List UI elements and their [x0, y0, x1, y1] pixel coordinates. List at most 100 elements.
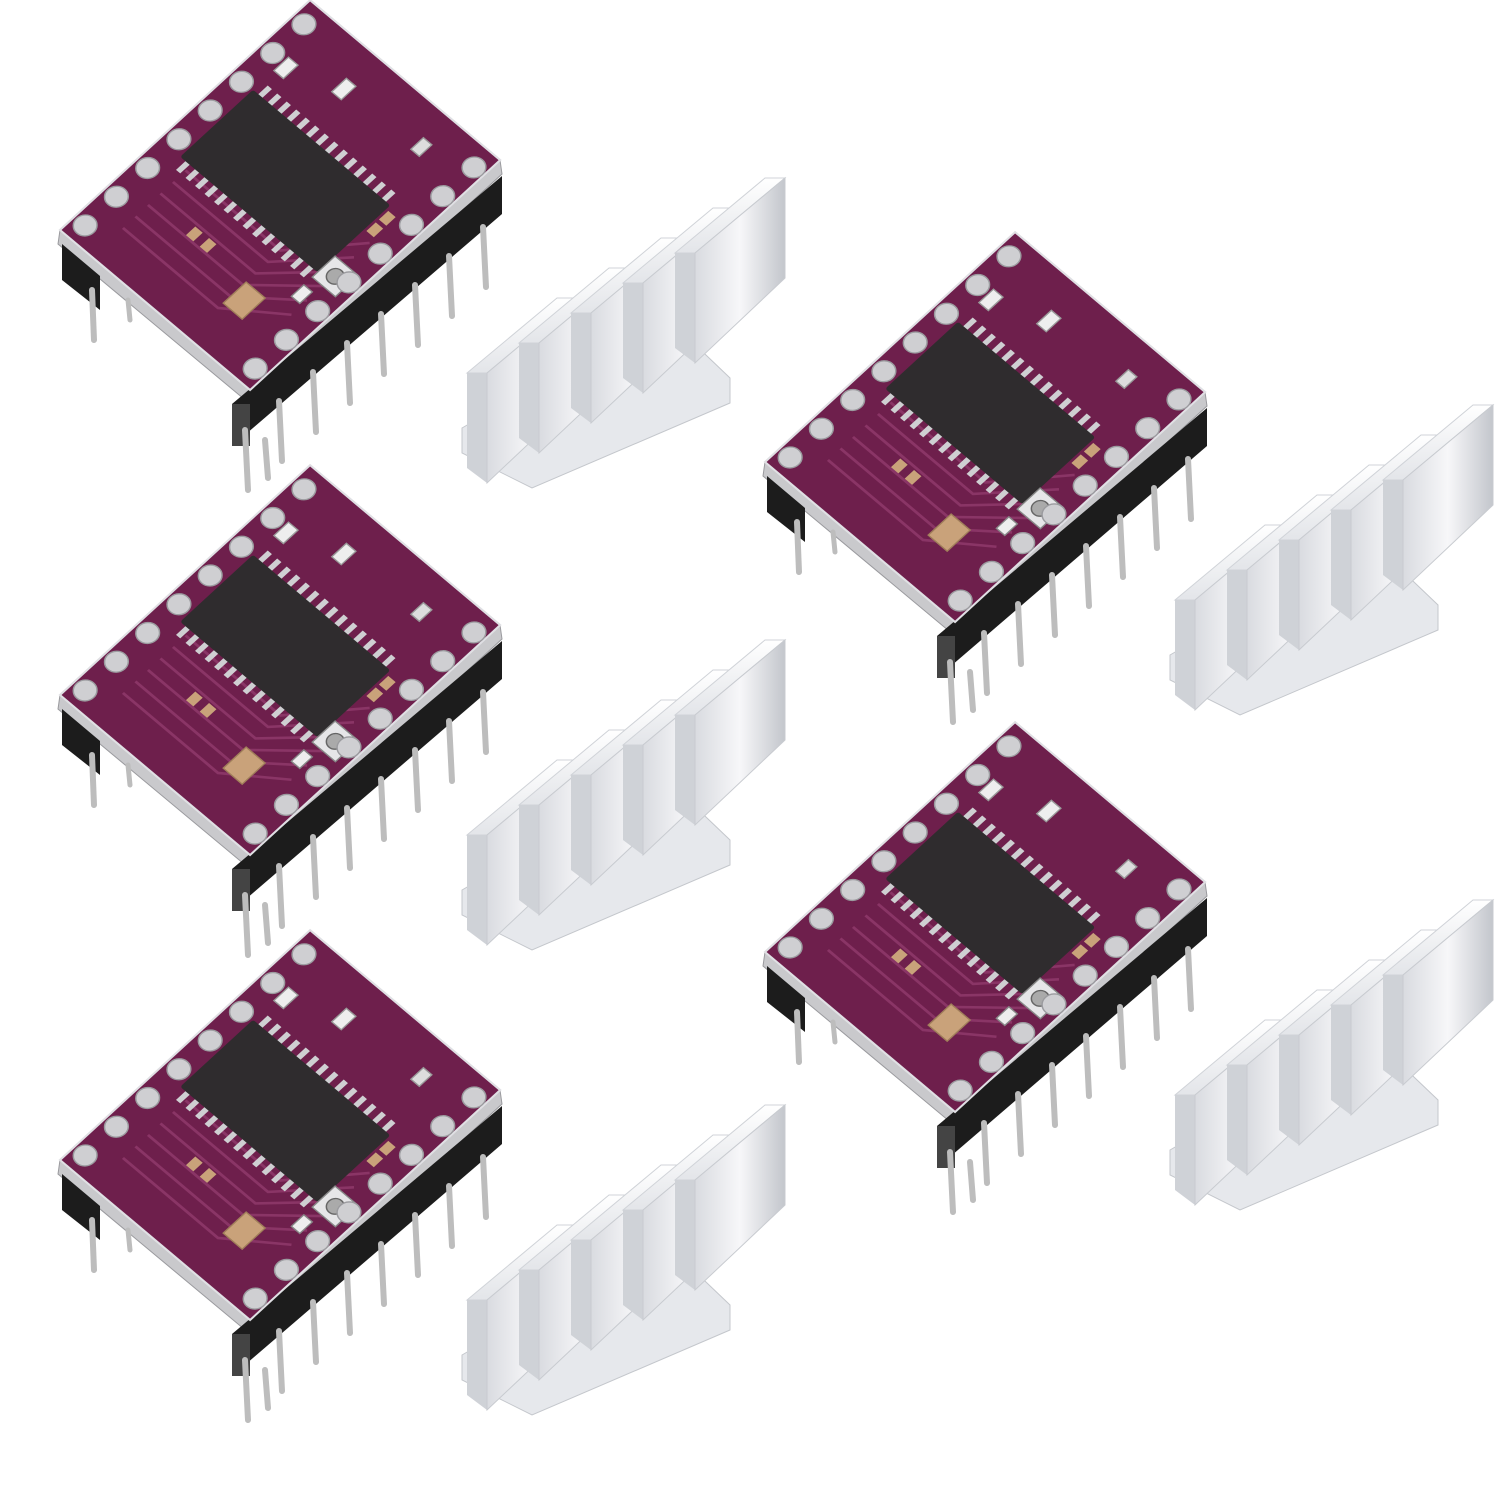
chip-lead [285, 109, 301, 123]
resistor [409, 136, 433, 158]
solder-pad [72, 214, 98, 237]
solder-pad [103, 1115, 130, 1138]
chip-lead [342, 1087, 358, 1101]
pcb-trace [159, 192, 339, 275]
resistor [290, 748, 314, 770]
header-pin [412, 1212, 421, 1278]
solder-pad [166, 1058, 192, 1081]
chip-lead [947, 938, 963, 952]
capacitor [366, 1152, 384, 1168]
chip-lead [242, 216, 258, 230]
solder-pad [103, 185, 130, 208]
pcb-trace [121, 226, 292, 317]
header-pin [1083, 543, 1092, 609]
header-pin [310, 1299, 319, 1365]
chip-lead [261, 1162, 277, 1176]
chip-lead [1057, 887, 1072, 901]
chip-lead [900, 408, 915, 422]
chip-lead [333, 149, 348, 163]
solder-pad [398, 213, 425, 237]
solder-pad [461, 621, 487, 644]
resistor [1035, 309, 1062, 333]
resistor [272, 986, 300, 1010]
chip-lead [342, 157, 358, 171]
resistor [330, 1007, 357, 1031]
chip-lead [928, 922, 944, 936]
solder-pad [260, 41, 286, 65]
chip-lead [371, 181, 386, 195]
chip-lead [361, 638, 377, 652]
solder-pad [72, 679, 98, 702]
pcb [58, 928, 502, 1322]
header-pin [344, 1270, 353, 1336]
resistor [409, 1066, 433, 1088]
solder-pad [197, 99, 223, 122]
chip-lead [919, 424, 934, 438]
capacitor [904, 960, 922, 975]
header-pin [276, 863, 285, 929]
capacitor [1083, 442, 1101, 458]
capacitor [199, 238, 217, 253]
solder-pad [996, 245, 1022, 268]
driver-chip [886, 812, 1095, 994]
heatsink-fin [1381, 403, 1495, 592]
chip-lead [957, 946, 972, 960]
pcb-trace [159, 1122, 339, 1205]
fin-side [623, 745, 643, 855]
chip-lead [280, 1178, 296, 1192]
resistor [995, 515, 1019, 537]
header-pin [125, 762, 133, 788]
header-pin [1015, 601, 1024, 667]
solder-pad [367, 707, 393, 730]
header-pin [125, 1227, 133, 1253]
header-pin [378, 776, 387, 842]
heatsink-fin [673, 1103, 787, 1292]
chip-lead [280, 713, 296, 727]
chip-lead [314, 598, 329, 612]
resistor [272, 56, 300, 80]
pcb-trace [826, 948, 997, 1039]
solder-pad [242, 822, 268, 845]
chip-lead [261, 232, 277, 246]
solder-pad [228, 535, 255, 558]
chip-lead [314, 1063, 329, 1077]
driver-chip [181, 1020, 390, 1202]
solder-pad [367, 1172, 393, 1195]
header-pin [446, 1183, 455, 1249]
solder-pad [902, 331, 928, 354]
header-pin [262, 902, 271, 946]
header-pin [1049, 572, 1058, 638]
chip-lead [1028, 373, 1044, 387]
solder-pad [166, 593, 192, 616]
capacitor [904, 470, 922, 485]
resistor [409, 601, 433, 623]
solder-pad [933, 792, 960, 815]
header-pin [967, 1159, 976, 1203]
resistor [1114, 368, 1138, 390]
solder-pad [260, 971, 286, 995]
resistor [330, 542, 357, 566]
chip-lead [223, 665, 239, 679]
chip-lead [938, 440, 953, 454]
capacitor [378, 1140, 396, 1156]
chip-lead [947, 448, 963, 462]
resistor [330, 77, 357, 101]
capacitor [222, 281, 267, 321]
chip-lead [1009, 357, 1025, 371]
solder-pad [461, 1086, 487, 1109]
chip-lead [371, 1111, 386, 1125]
chip-lead [900, 898, 915, 912]
chip-lead [352, 630, 367, 644]
capacitor [222, 1211, 267, 1251]
chip-lead [271, 705, 286, 719]
chip-lead [323, 1071, 339, 1085]
chip-lead [971, 325, 987, 339]
chip-lead [333, 614, 348, 628]
chip-lead [223, 1130, 239, 1144]
chip-lead [380, 1119, 396, 1133]
fin-side [571, 775, 591, 885]
solder-pad [1103, 935, 1130, 959]
chip-lead [890, 400, 906, 414]
chip-lead [928, 432, 944, 446]
chip-lead [242, 681, 258, 695]
